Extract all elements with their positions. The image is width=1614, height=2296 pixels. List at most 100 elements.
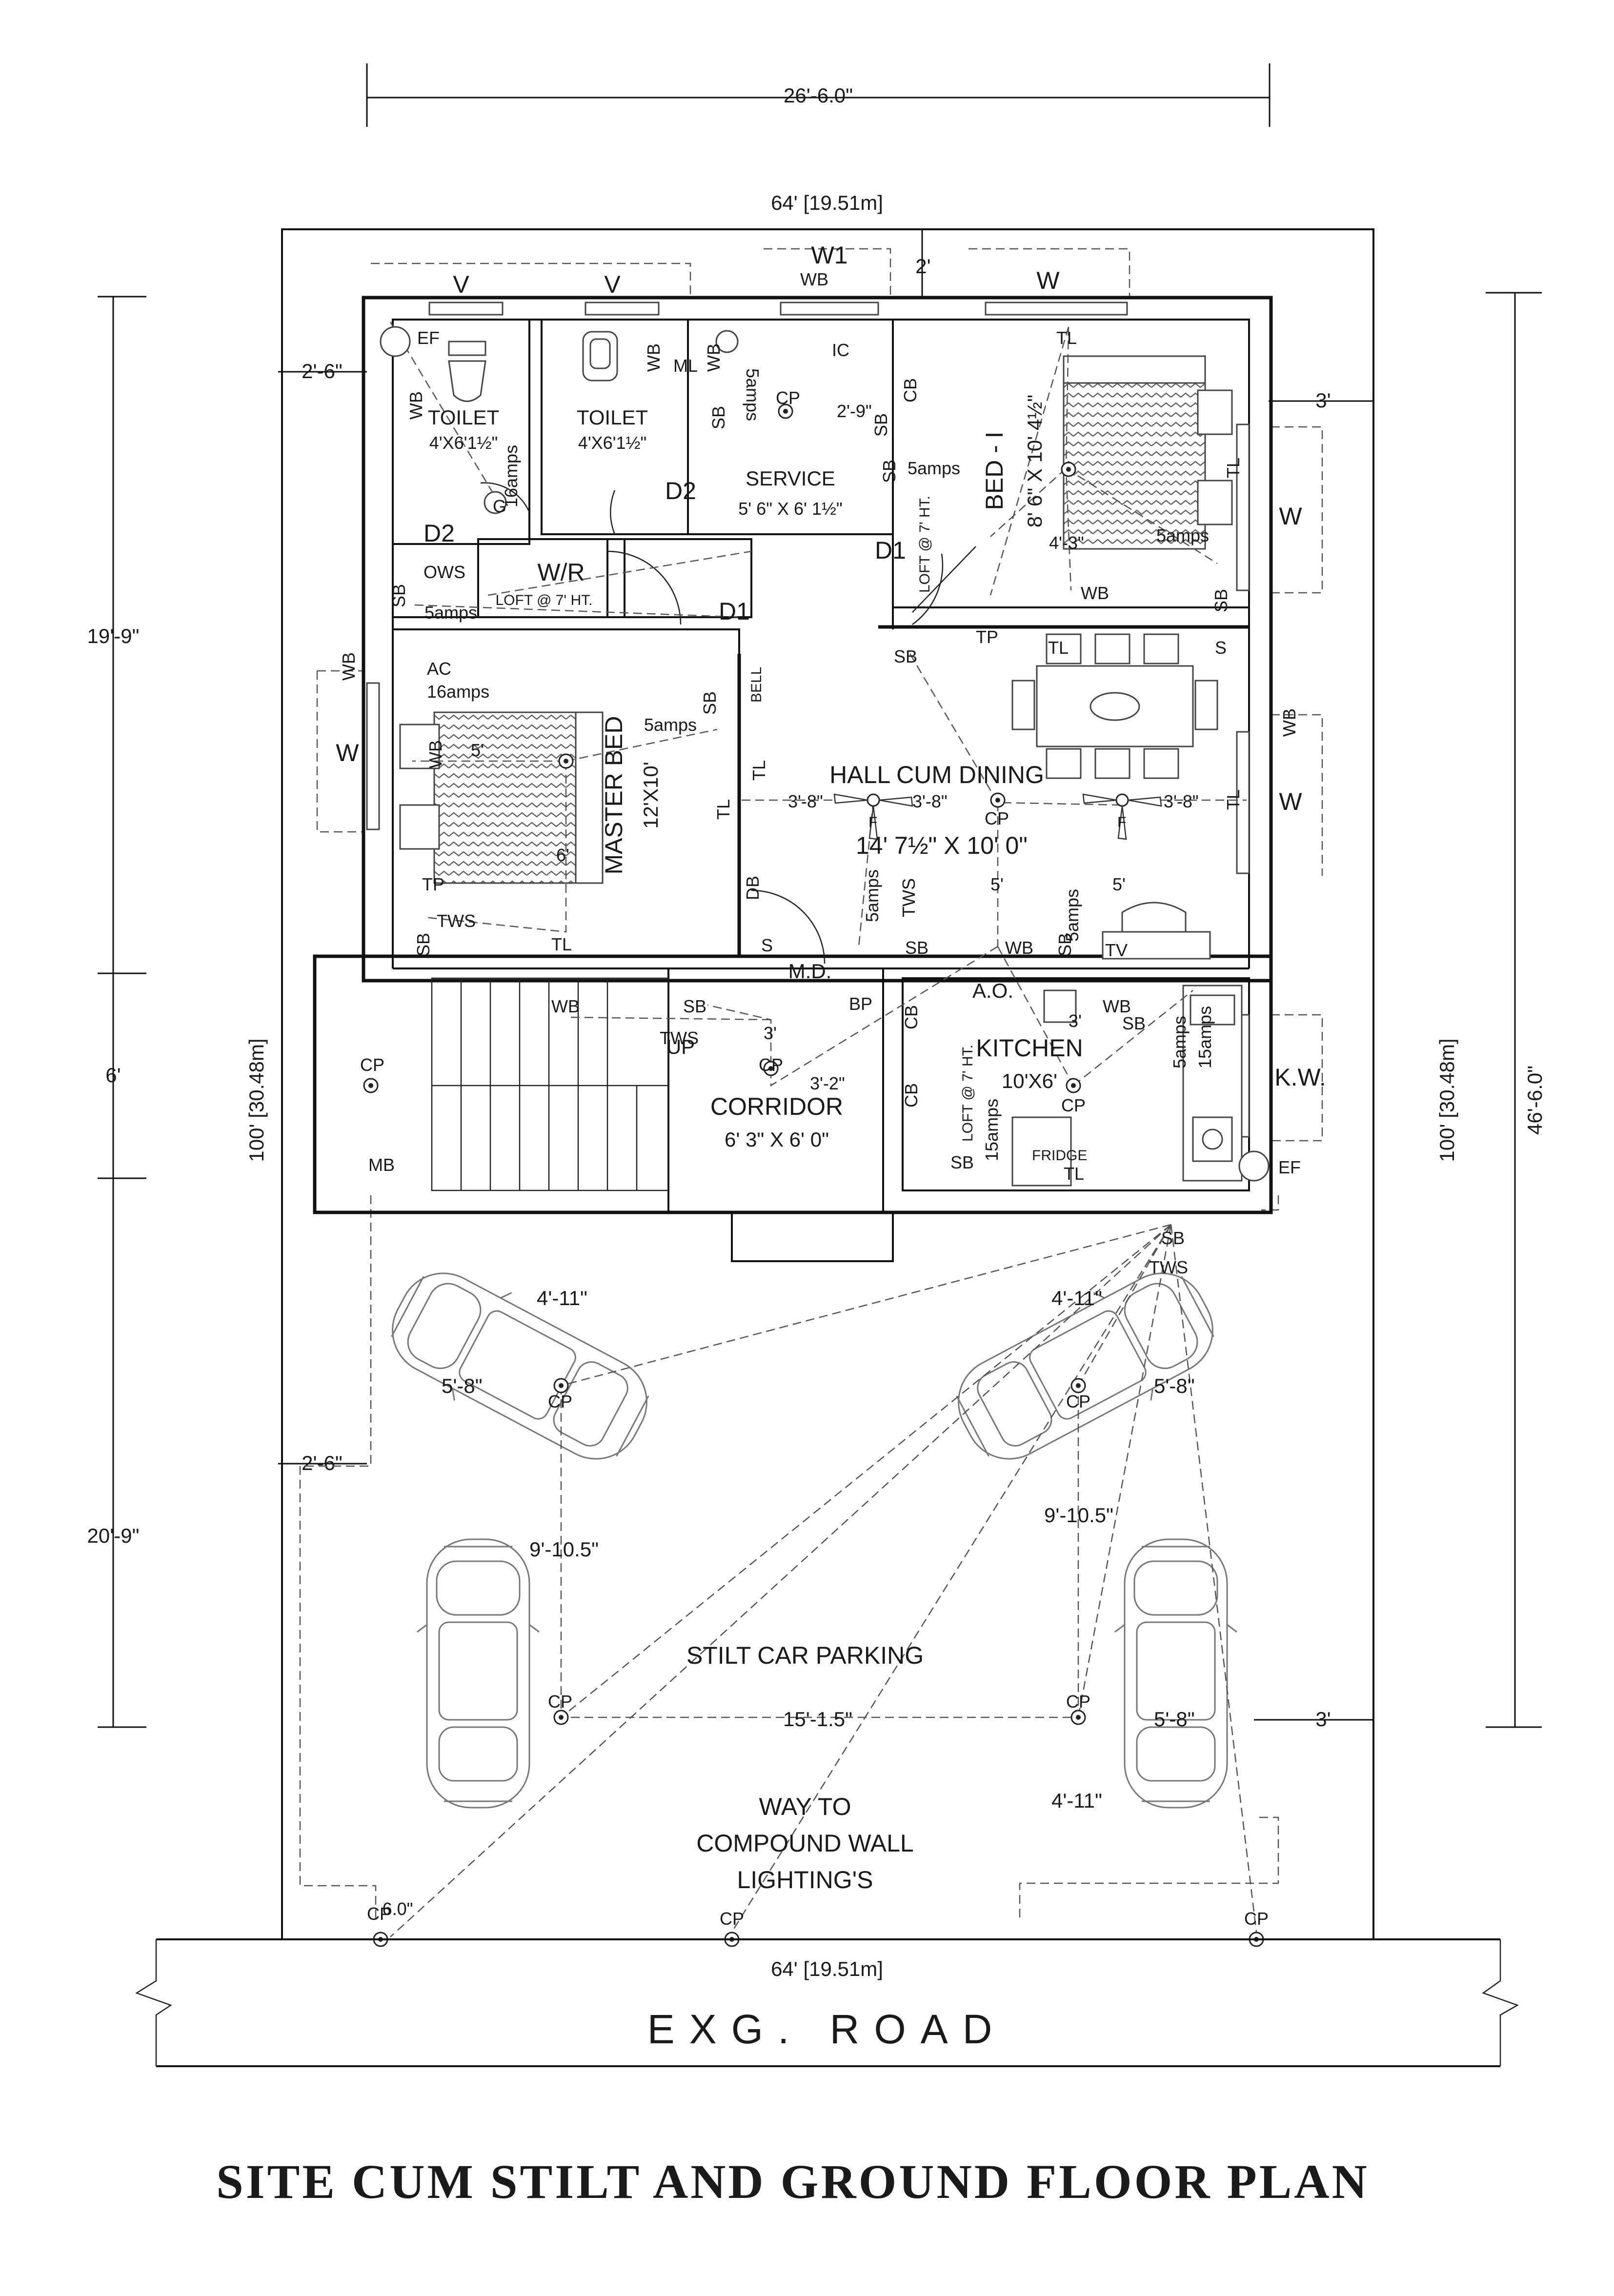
sb-hall-top: SB	[894, 646, 917, 666]
dim-2-9: 2'-9"	[837, 401, 872, 421]
service-name: SERVICE	[746, 467, 835, 490]
amps16-toilet: 16amps	[501, 445, 521, 507]
cp-front-1: CP	[367, 1904, 391, 1924]
dim-plot-width-top: 64' [19.51m]	[771, 191, 883, 214]
toilet2-size: 4'X6'1½"	[578, 433, 647, 453]
tl-hall: TL	[1048, 638, 1069, 658]
road-label: EXG. ROAD	[647, 2006, 1007, 2052]
amps5-hall: 5amps	[862, 869, 882, 922]
compound-line3: LIGHTING'S	[737, 1866, 873, 1893]
cb-kitchen: CB	[901, 1083, 921, 1108]
compound-line2: COMPOUND WALL	[696, 1830, 913, 1857]
kitchen-size: 10'X6'	[1002, 1069, 1057, 1092]
dim-5-8-b: 5'-8"	[1154, 1374, 1195, 1397]
tws-parking: TWS	[1149, 1257, 1188, 1277]
window-kw: K.W.	[1274, 1064, 1326, 1091]
wb-w1: WB	[800, 269, 828, 289]
amps5-master: 5amps	[644, 715, 697, 735]
setback-dashed-lines	[299, 248, 1323, 1920]
window-v-2: V	[604, 271, 621, 298]
dim-3-8-a: 3'-8"	[788, 791, 823, 811]
sb-bed1-low: SB	[1211, 589, 1231, 612]
cp-kitchen: CP	[1061, 1095, 1086, 1115]
dim-setback-left-mid: 2'-6"	[302, 1451, 343, 1474]
sb-kitchen-low: SB	[950, 1152, 974, 1172]
service-size: 5' 6" X 6' 1½"	[738, 499, 842, 519]
sb-md: SB	[905, 938, 928, 958]
amps15-kitchen: 15amps	[1195, 1006, 1215, 1068]
cp-corridor: CP	[759, 1055, 783, 1075]
tws-stair: TWS	[660, 1028, 699, 1048]
cp-front-2: CP	[720, 1909, 744, 1929]
tp-hall: TP	[976, 627, 998, 647]
cp-park-1: CP	[548, 1391, 572, 1411]
dim-5-master: 5'	[471, 740, 484, 760]
dim-plot-width-bottom: 64' [19.51m]	[771, 1957, 883, 1980]
master-bed-name: MASTER BED	[600, 716, 627, 874]
sb-toilet2: SB	[708, 406, 728, 429]
dim-4-3: 4'-3"	[1049, 533, 1084, 553]
cp-service: CP	[776, 388, 800, 408]
f-fan-1: F	[868, 814, 877, 830]
window-w-hall: W	[1279, 788, 1302, 815]
cp-park-3: CP	[548, 1692, 572, 1712]
ef-toilet: EF	[417, 328, 440, 348]
ic-label: IC	[832, 340, 849, 360]
tl-bed1: TL	[1056, 328, 1077, 348]
wb-hall: WB	[1005, 938, 1033, 958]
ows-label: OWS	[424, 562, 465, 582]
wr-name: W/R	[537, 559, 585, 586]
dim-left-lower: 20'-9"	[87, 1524, 140, 1547]
cb-ao: CB	[901, 1005, 921, 1029]
sb-parking: SB	[1161, 1228, 1185, 1248]
kitchen-name: KITCHEN	[976, 1034, 1083, 1062]
road-break-lines	[135, 1939, 1519, 2066]
drawing-title: SITE CUM STILT AND GROUND FLOOR PLAN	[216, 2155, 1370, 2209]
amps5-bed1: 5amps	[908, 458, 960, 478]
tl-kitchen: TL	[1064, 1164, 1084, 1184]
dim-3-corridor: 3'	[764, 1023, 777, 1043]
sb-master-low: SB	[413, 933, 433, 956]
wb-bed1: WB	[1081, 583, 1109, 603]
ac-label: AC	[427, 659, 451, 679]
bell-label: BELL	[748, 667, 765, 703]
dim-5-8-c: 5'-8"	[1154, 1708, 1195, 1731]
dimension-labels: 26'-6.0" 64' [19.51m] 64' [19.51m] 19'-9…	[87, 84, 1547, 1980]
wb-master: WB	[425, 740, 445, 768]
door-main: M.D.	[788, 960, 832, 983]
building-walls	[313, 296, 1273, 1262]
loft-kitchen: LOFT @ 7' HT.	[960, 1045, 976, 1142]
tl-master-side: TL	[713, 799, 733, 820]
tv-label: TV	[1105, 940, 1128, 960]
dimension-lines	[98, 63, 1542, 1728]
toilet1-size: 4'X6'1½"	[429, 433, 498, 453]
tws-master: TWS	[437, 911, 476, 931]
furniture	[399, 330, 1243, 1187]
sb-kitchen: SB	[1122, 1013, 1146, 1033]
dim-3-2: 3'-2"	[810, 1073, 845, 1093]
door-d1-master: D1	[719, 598, 750, 625]
cp-front-3: CP	[1244, 1909, 1269, 1929]
room-labels: TOILET 4'X6'1½" TOILET 4'X6'1½" SERVICE …	[428, 395, 1083, 1893]
parking-label: STILT CAR PARKING	[686, 1642, 924, 1669]
dim-top-width: 26'-6.0"	[784, 84, 853, 107]
g-geyser: G	[493, 496, 506, 516]
door-d1-bed1: D1	[875, 537, 906, 564]
opening-labels: V V W1 W W W W K.W. D2 D2 D1 D1 M.D. A.O…	[336, 242, 1326, 1091]
dim-5-hall-2: 5'	[1112, 874, 1126, 894]
wb-hall-window: WB	[1279, 708, 1299, 737]
bp-label: BP	[849, 994, 872, 1014]
wb-toilet1: WB	[406, 391, 426, 420]
cp-park-2: CP	[1066, 1391, 1090, 1411]
inner-dimensions: 2'-9" 4'-3" 5' 5' 5' 6' 3'-8" 3'-8" 3'-8…	[442, 401, 1199, 1812]
door-swings	[480, 482, 976, 964]
compound-line1: WAY TO	[759, 1793, 851, 1820]
dim-15-1-5: 15'-1.5"	[783, 1708, 852, 1731]
dim-setback-left-top: 2'-6"	[302, 360, 343, 383]
dim-setback-right-top: 3'	[1315, 389, 1331, 412]
amps5-bed1-b: 5amps	[1156, 525, 1209, 545]
amps5-tv: 5amps	[1062, 889, 1082, 942]
fixture-labels: EF EF WB WB WB WB WB WB WB WB WB WB WB C…	[339, 269, 1301, 1929]
sb-master: SB	[700, 691, 720, 715]
